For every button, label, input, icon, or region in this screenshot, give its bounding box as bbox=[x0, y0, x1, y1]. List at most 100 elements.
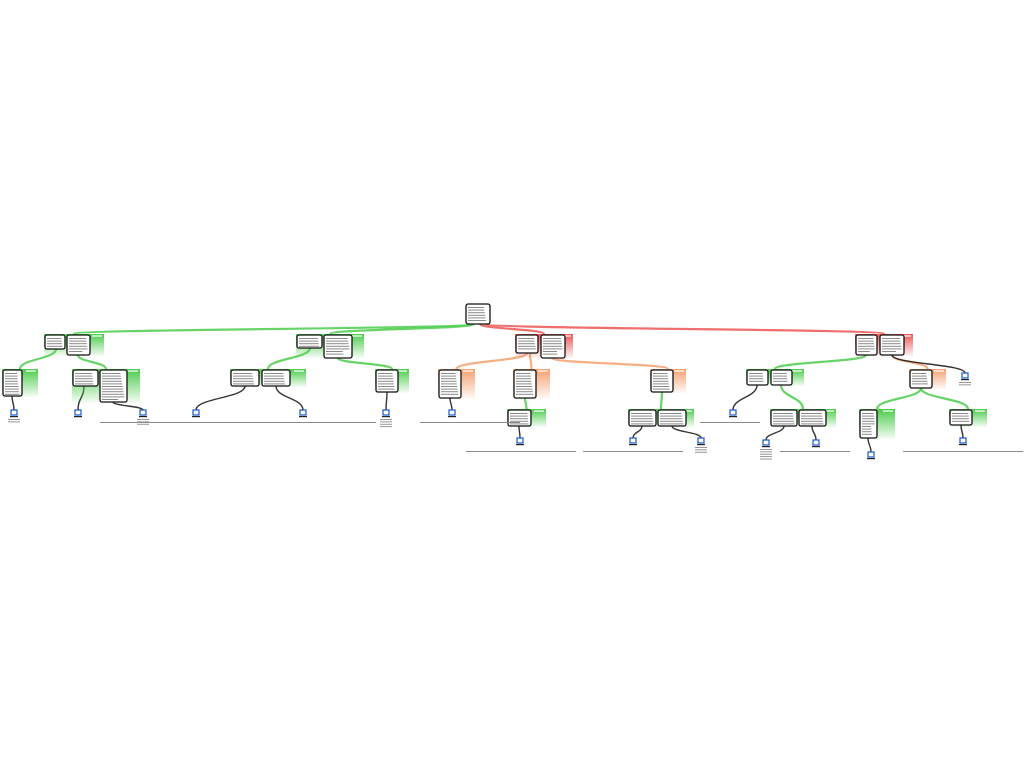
claim-text-line bbox=[858, 345, 875, 347]
claim-text-line bbox=[773, 420, 795, 422]
edge-evidence bbox=[449, 397, 453, 411]
claim-text-line bbox=[468, 314, 486, 316]
support-label bbox=[352, 335, 362, 337]
claim-text-line bbox=[801, 423, 824, 425]
claim-text-line bbox=[5, 380, 18, 382]
source-label bbox=[10, 416, 18, 418]
source-caption-line bbox=[380, 419, 392, 420]
source-icon[interactable] bbox=[382, 409, 390, 416]
source-icon[interactable] bbox=[448, 409, 456, 416]
oppose-claim-box[interactable] bbox=[879, 334, 905, 356]
edge-evidence bbox=[518, 425, 521, 439]
edge-support bbox=[328, 322, 476, 336]
claim-text-line bbox=[5, 388, 19, 390]
edge-evidence bbox=[385, 391, 388, 411]
claim-text-line bbox=[631, 413, 652, 414]
claim-text-line bbox=[660, 420, 684, 422]
edge-evidence bbox=[195, 385, 246, 411]
source-icon[interactable] bbox=[729, 409, 737, 416]
claim-text-line bbox=[773, 373, 787, 374]
support-label bbox=[824, 410, 834, 412]
source-icon[interactable] bbox=[961, 372, 969, 379]
claim-text-line bbox=[69, 345, 88, 347]
claim-text-line bbox=[378, 375, 393, 377]
source-label bbox=[959, 444, 967, 446]
support-claim-box[interactable] bbox=[770, 369, 793, 386]
support-claim-box[interactable] bbox=[949, 409, 973, 426]
rebuttal-label bbox=[463, 370, 473, 372]
claim-text-line bbox=[233, 373, 253, 374]
evidence-caption bbox=[100, 422, 220, 423]
support-label bbox=[397, 370, 407, 372]
support-claim-box[interactable] bbox=[66, 334, 91, 356]
source-icon[interactable] bbox=[697, 437, 705, 444]
support-label bbox=[294, 370, 304, 372]
root-claim-box[interactable] bbox=[465, 303, 491, 325]
source-caption-line bbox=[760, 458, 772, 460]
evidence-caption bbox=[466, 451, 576, 452]
source-caption-line bbox=[959, 384, 971, 386]
claim-text-line bbox=[378, 380, 394, 382]
edge-support bbox=[919, 387, 970, 410]
source-icon[interactable] bbox=[10, 409, 18, 416]
claim-text-line bbox=[264, 378, 285, 380]
claim-text-line bbox=[441, 393, 459, 395]
edge-evidence bbox=[112, 401, 144, 411]
source-caption-line bbox=[8, 421, 20, 423]
edge-support bbox=[72, 322, 472, 336]
support-label bbox=[975, 410, 985, 412]
source-icon[interactable] bbox=[629, 437, 637, 444]
support-claim-box[interactable] bbox=[44, 334, 66, 350]
claim-text-line bbox=[102, 399, 119, 400]
claim-text-line bbox=[468, 312, 485, 314]
evidence-caption bbox=[903, 451, 1023, 452]
claim-text-line bbox=[326, 345, 350, 347]
claim-text-line bbox=[862, 413, 874, 414]
source-caption-line bbox=[137, 421, 149, 423]
source-icon[interactable] bbox=[516, 437, 524, 444]
source-caption-line bbox=[760, 451, 772, 453]
source-label bbox=[961, 379, 969, 381]
edge-support bbox=[773, 353, 868, 371]
source-icon[interactable] bbox=[192, 409, 200, 416]
source-icon[interactable] bbox=[299, 409, 307, 416]
claim-text-line bbox=[75, 378, 93, 380]
edge-evidence bbox=[671, 425, 702, 439]
claim-text-line bbox=[326, 340, 349, 342]
claim-text-line bbox=[75, 373, 92, 374]
source-icon[interactable] bbox=[762, 439, 770, 446]
source-caption-line bbox=[760, 453, 772, 455]
claim-text-line bbox=[233, 380, 254, 382]
support-claim-box[interactable] bbox=[746, 369, 769, 386]
rebuttal-label bbox=[538, 370, 548, 372]
edge-oppose bbox=[484, 322, 886, 336]
edge-support bbox=[76, 354, 108, 370]
claim-text-line bbox=[102, 373, 121, 374]
source-label bbox=[812, 446, 820, 448]
claim-text-line bbox=[631, 423, 654, 425]
claim-text-line bbox=[441, 388, 458, 390]
claim-text-line bbox=[882, 338, 900, 339]
claim-text-line bbox=[69, 348, 88, 350]
claim-text-line bbox=[102, 380, 122, 382]
edge-oppose bbox=[478, 322, 546, 336]
claim-text-line bbox=[468, 309, 485, 311]
source-icon[interactable] bbox=[139, 409, 147, 416]
source-icon[interactable] bbox=[867, 451, 875, 458]
claim-text-line bbox=[518, 338, 535, 339]
support-label bbox=[534, 410, 544, 412]
source-icon[interactable] bbox=[812, 439, 820, 446]
claim-text-line bbox=[102, 391, 124, 393]
evidence-caption bbox=[163, 422, 258, 423]
claim-text-line bbox=[631, 418, 653, 420]
claim-text-line bbox=[468, 317, 486, 319]
oppose-claim-box[interactable] bbox=[855, 334, 878, 356]
claim-text-line bbox=[631, 420, 654, 422]
claim-text-line bbox=[773, 415, 794, 417]
source-icon[interactable] bbox=[74, 409, 82, 416]
claim-text-line bbox=[882, 348, 902, 350]
claim-text-line bbox=[862, 420, 875, 422]
source-label bbox=[192, 416, 200, 418]
source-icon[interactable] bbox=[959, 437, 967, 444]
